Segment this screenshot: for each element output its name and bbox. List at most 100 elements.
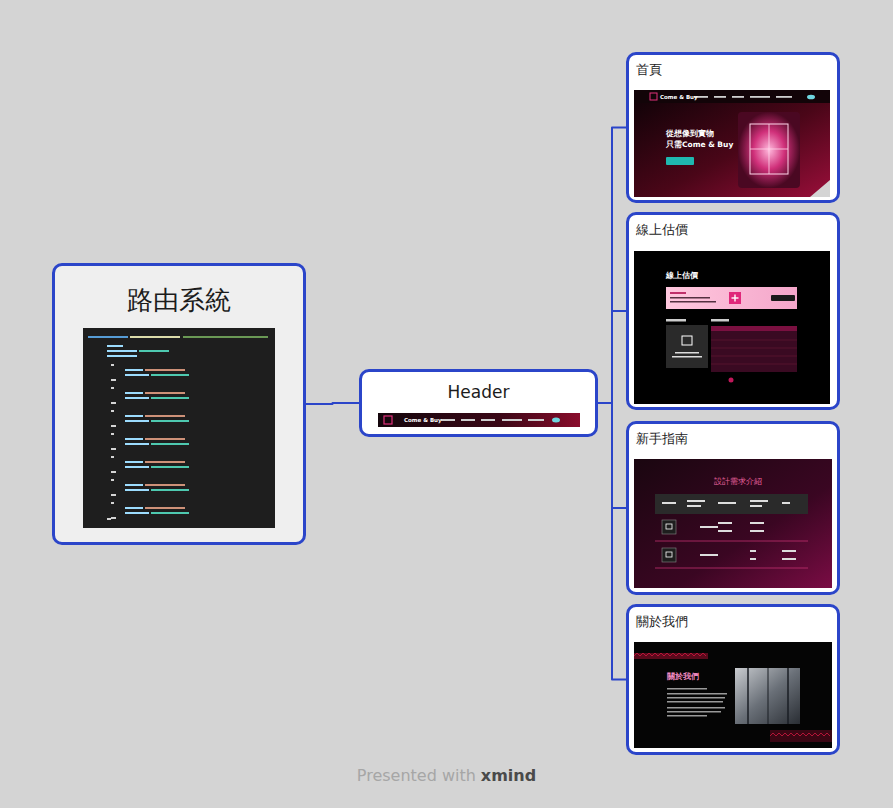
header-screenshot xyxy=(481,419,495,421)
about-screenshot xyxy=(667,697,725,699)
about-screenshot xyxy=(667,701,723,703)
quote-screenshot xyxy=(711,364,797,365)
subtopic-title: 首頁 xyxy=(636,62,830,77)
home-screenshot xyxy=(769,124,770,174)
quote-screenshot xyxy=(670,301,716,303)
quote-screenshot xyxy=(729,292,741,304)
subtopic: 關於我們 xyxy=(626,604,840,755)
guide-screenshot xyxy=(666,524,672,529)
logo-text: Come & Buy xyxy=(404,417,442,423)
code-screenshot xyxy=(88,336,128,338)
about-screenshot xyxy=(787,668,789,724)
quote-screenshot xyxy=(675,352,699,354)
quote-screenshot xyxy=(711,319,729,322)
header-screenshot xyxy=(552,418,560,423)
about-screenshot xyxy=(634,653,706,656)
header-screenshot xyxy=(461,419,475,421)
home-screenshot xyxy=(750,124,788,174)
watermark-brand: xmind xyxy=(481,767,536,785)
quote-screenshot xyxy=(734,295,735,302)
connector xyxy=(306,403,359,404)
subtopic-title: 關於我們 xyxy=(636,614,830,629)
code-screenshot xyxy=(183,336,268,338)
watermark: Presented with xyxy=(357,767,476,785)
guide-screenshot xyxy=(718,530,732,532)
quote-screenshot xyxy=(634,251,830,404)
code-screenshot xyxy=(111,479,189,496)
subtopic: 首頁 xyxy=(626,52,840,203)
subtopic: 線上估價 xyxy=(626,212,840,410)
root-topic: 路由系統 xyxy=(52,263,306,545)
connector xyxy=(598,403,626,680)
guide-screenshot xyxy=(687,505,701,507)
about-screenshot xyxy=(667,715,707,717)
main-topic: Header xyxy=(359,369,598,437)
code-screenshot xyxy=(111,502,189,519)
home-screenshot xyxy=(634,90,830,197)
guide-screenshot xyxy=(666,552,672,557)
home-screenshot xyxy=(750,149,788,150)
quote-screenshot xyxy=(666,319,686,322)
logo-text: Come & Buy xyxy=(660,94,698,100)
home-screenshot xyxy=(776,96,792,98)
guide-screenshot xyxy=(718,522,732,524)
about-screenshot xyxy=(667,711,721,713)
guide-screenshot xyxy=(662,548,676,562)
guide-screenshot xyxy=(634,459,832,588)
about-screenshot xyxy=(667,707,725,709)
about-screenshot xyxy=(747,668,749,724)
home-screenshot xyxy=(738,112,800,188)
guide-screenshot xyxy=(655,568,808,569)
quote-screenshot xyxy=(732,297,739,298)
guide-screenshot xyxy=(750,530,764,532)
quote-screenshot xyxy=(666,325,708,368)
code-screenshot xyxy=(107,355,137,357)
code-screenshot xyxy=(107,350,137,352)
quote-screenshot xyxy=(666,287,797,309)
about-screenshot xyxy=(634,642,832,748)
code-screenshot xyxy=(111,387,189,404)
home-screenshot xyxy=(694,96,708,98)
guide-screenshot xyxy=(662,520,676,534)
quote-screenshot xyxy=(682,336,692,345)
guide-screenshot xyxy=(750,500,768,502)
guide-screenshot xyxy=(662,502,676,504)
hero-heading: 只需Come & Buy xyxy=(666,141,733,150)
page-heading: 線上估價 xyxy=(666,271,698,280)
code-screenshot xyxy=(111,433,189,450)
header-screenshot xyxy=(378,413,580,427)
connector xyxy=(598,128,626,404)
home-screenshot xyxy=(634,90,830,103)
code-screenshot xyxy=(139,350,169,352)
root-title: 路由系統 xyxy=(65,285,293,316)
subtopic-title: 新手指南 xyxy=(636,431,830,446)
guide-screenshot xyxy=(750,522,764,524)
connector xyxy=(598,311,626,403)
quote-screenshot xyxy=(670,292,686,294)
home-screenshot xyxy=(714,96,726,98)
about-screenshot xyxy=(770,733,830,736)
code-screenshot xyxy=(111,456,189,473)
header-screenshot xyxy=(441,419,455,421)
about-screenshot xyxy=(768,668,769,724)
home-screenshot xyxy=(650,93,657,100)
about-screenshot xyxy=(735,668,800,724)
quote-screenshot xyxy=(711,348,797,349)
quote-screenshot xyxy=(711,326,797,331)
guide-screenshot xyxy=(687,500,705,502)
code-screenshot xyxy=(83,328,275,528)
subtopic-title: 線上估價 xyxy=(636,222,830,237)
about-screenshot xyxy=(634,653,708,659)
header-screenshot xyxy=(384,416,392,424)
quote-screenshot xyxy=(711,326,797,372)
guide-screenshot xyxy=(655,494,808,514)
about-screenshot xyxy=(770,730,832,742)
guide-screenshot xyxy=(700,554,718,556)
quote-screenshot xyxy=(670,297,710,299)
guide-screenshot xyxy=(750,558,756,560)
guide-screenshot xyxy=(782,502,790,504)
